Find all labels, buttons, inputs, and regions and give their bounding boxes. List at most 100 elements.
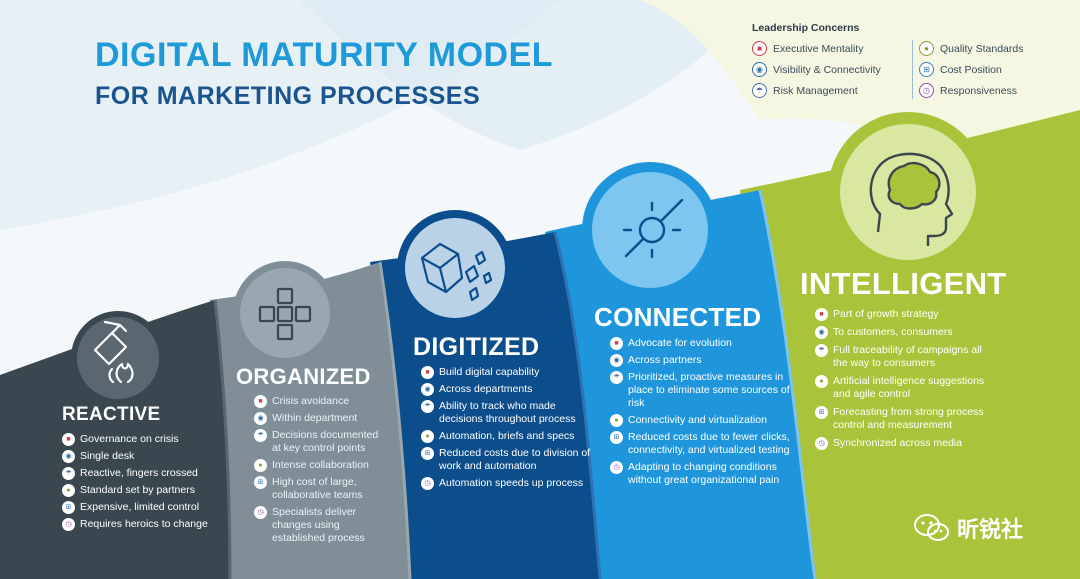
page-subtitle: FOR MARKETING PROCESSES: [95, 82, 481, 110]
list-item-text: Expensive, limited control: [80, 501, 200, 513]
band-reactive: [0, 300, 230, 579]
legend-item-visibility: ◉ Visibility & Connectivity: [752, 61, 912, 78]
separator-1: [213, 299, 232, 579]
eye-icon: ◉: [421, 383, 434, 396]
list-item-text: To customers, consumers: [833, 326, 953, 338]
umbrella-icon: ☂: [254, 429, 267, 442]
medal-icon: ●: [254, 459, 267, 472]
legend-item-executive: ■ Executive Mentality: [752, 40, 912, 57]
connected-icon-circle: [582, 162, 718, 298]
stage-title-connected: CONNECTED: [594, 302, 762, 332]
list-item-text: Full traceability of campaigns all the w…: [833, 344, 982, 369]
organized-icon-circle: [233, 261, 337, 365]
executive-icon: ■: [62, 433, 75, 446]
band-connected: [545, 190, 815, 579]
umbrella-icon: ☂: [421, 400, 434, 413]
cost-icon: ⊞: [421, 447, 434, 460]
legend-item-label: Executive Mentality: [773, 42, 864, 55]
list-item: ◷ Adapting to changing conditions without…: [610, 461, 795, 487]
list-item-text: Reduced costs due to fewer clicks, conne…: [628, 431, 790, 456]
executive-icon: ■: [254, 395, 267, 408]
reactive-icon-circle: [71, 311, 165, 405]
head-brain-icon: [869, 152, 954, 246]
list-item-text: Synchronized across media: [833, 437, 962, 449]
list-item-text: Across departments: [439, 383, 533, 395]
list-item: ■ Governance on crisis: [62, 433, 222, 446]
stopwatch-icon: ◷: [62, 518, 75, 531]
list-item-text: Automation speeds up process: [439, 477, 584, 489]
list-item-text: Decisions documented at key control poin…: [272, 429, 379, 454]
medal-icon: ●: [610, 414, 623, 427]
legend-columns: ■ Executive Mentality ◉ Visibility & Con…: [752, 40, 1072, 99]
stage-list-reactive: ■Governance on crisis ◉Single desk ☂Reac…: [62, 433, 222, 535]
executive-icon: ■: [815, 308, 828, 321]
digitized-icon-circle: [397, 210, 513, 326]
list-item: ◉ Single desk: [62, 450, 222, 463]
stage-title-digitized: DIGITIZED: [413, 333, 540, 361]
umbrella-icon: ☂: [815, 344, 828, 357]
list-item: ◷Specialists deliver changes using estab…: [254, 506, 389, 545]
legend-item-label: Responsiveness: [940, 84, 1018, 97]
list-item: ◉To customers, consumers: [815, 326, 995, 339]
band-intelligent: [740, 110, 1080, 579]
fire-extinguisher-icon: [93, 320, 134, 384]
list-item: ☂ Full traceability of campaigns all the …: [815, 344, 995, 370]
list-item-text: Single desk: [80, 450, 135, 462]
stopwatch-icon: ◷: [610, 461, 623, 474]
list-item-text: Forecasting from strong process control …: [833, 406, 984, 431]
list-item: ⊞Forecasting from strong process control…: [815, 406, 995, 432]
magnifier-crosshair-icon: [622, 198, 684, 259]
legend-item-label: Quality Standards: [940, 42, 1024, 55]
list-item-text: Artificial intelligence suggestions and …: [833, 375, 985, 400]
list-item-text: Requires heroics to change: [80, 518, 208, 530]
list-item-text: Advocate for evolution: [628, 337, 732, 349]
cost-icon: ⊞: [919, 62, 934, 77]
umbrella-icon: ☂: [610, 371, 623, 384]
medal-icon: ●: [421, 430, 434, 443]
cube-pixels-icon: [420, 242, 493, 302]
list-item: ●Connectivity and virtualization: [610, 414, 795, 427]
eye-icon: ◉: [62, 450, 75, 463]
list-item: ◷Automation speeds up process: [421, 477, 591, 490]
legend-item-quality: ● Quality Standards: [919, 40, 1023, 57]
stage-list-connected: ■Advocate for evolution ◉Across partners…: [610, 337, 795, 491]
separator-3: [553, 231, 602, 579]
list-item-text: Adapting to changing conditions without …: [628, 461, 780, 486]
separator-2: [378, 261, 412, 579]
cost-icon: ⊞: [610, 431, 623, 444]
list-item-text: Governance on crisis: [80, 433, 179, 445]
list-item: ●Standard set by partners: [62, 484, 222, 497]
list-item-text: Standard set by partners: [80, 484, 195, 496]
watermark: 昕锐社: [913, 512, 1023, 544]
list-item: ⊞ Reduced costs due to fewer clicks, conn…: [610, 431, 795, 457]
list-item: ■ Crisis avoidance: [254, 395, 389, 408]
medal-icon: ●: [815, 375, 828, 388]
list-item-text: Automation, briefs and specs: [439, 430, 575, 442]
list-item: ◷ Synchronized across media: [815, 437, 995, 450]
list-item-text: Crisis avoidance: [272, 395, 350, 407]
legend-title: Leadership Concerns: [752, 22, 860, 34]
stopwatch-icon: ◷: [919, 83, 934, 98]
list-item: ☂Prioritized, proactive measures in plac…: [610, 371, 795, 410]
stage-list-digitized: ■Build digital capability ◉Across depart…: [421, 366, 591, 494]
list-item: ● Automation, briefs and specs: [421, 430, 591, 443]
squares-grid-icon: [258, 287, 312, 341]
list-item-text: Reduced costs due to division of work an…: [439, 447, 591, 472]
list-item: ⊞ High cost of large, collaborative teams: [254, 476, 389, 502]
stopwatch-icon: ◷: [815, 437, 828, 450]
stage-list-intelligent: ■ Part of growth strategy ◉To customers, …: [815, 308, 995, 455]
stage-title-reactive: REACTIVE: [62, 404, 161, 425]
cost-icon: ⊞: [62, 501, 75, 514]
umbrella-icon: ☂: [62, 467, 75, 480]
list-item: ◉Across partners: [610, 354, 795, 367]
eye-icon: ◉: [254, 412, 267, 425]
list-item-text: Part of growth strategy: [833, 308, 939, 320]
list-item: ☂Ability to track who made decisions thr…: [421, 400, 591, 426]
umbrella-icon: ☂: [752, 83, 767, 98]
list-item-text: Across partners: [628, 354, 702, 366]
stage-title-organized: ORGANIZED: [236, 364, 371, 389]
list-item-text: High cost of large, collaborative teams: [272, 476, 363, 501]
cost-icon: ⊞: [254, 476, 267, 489]
